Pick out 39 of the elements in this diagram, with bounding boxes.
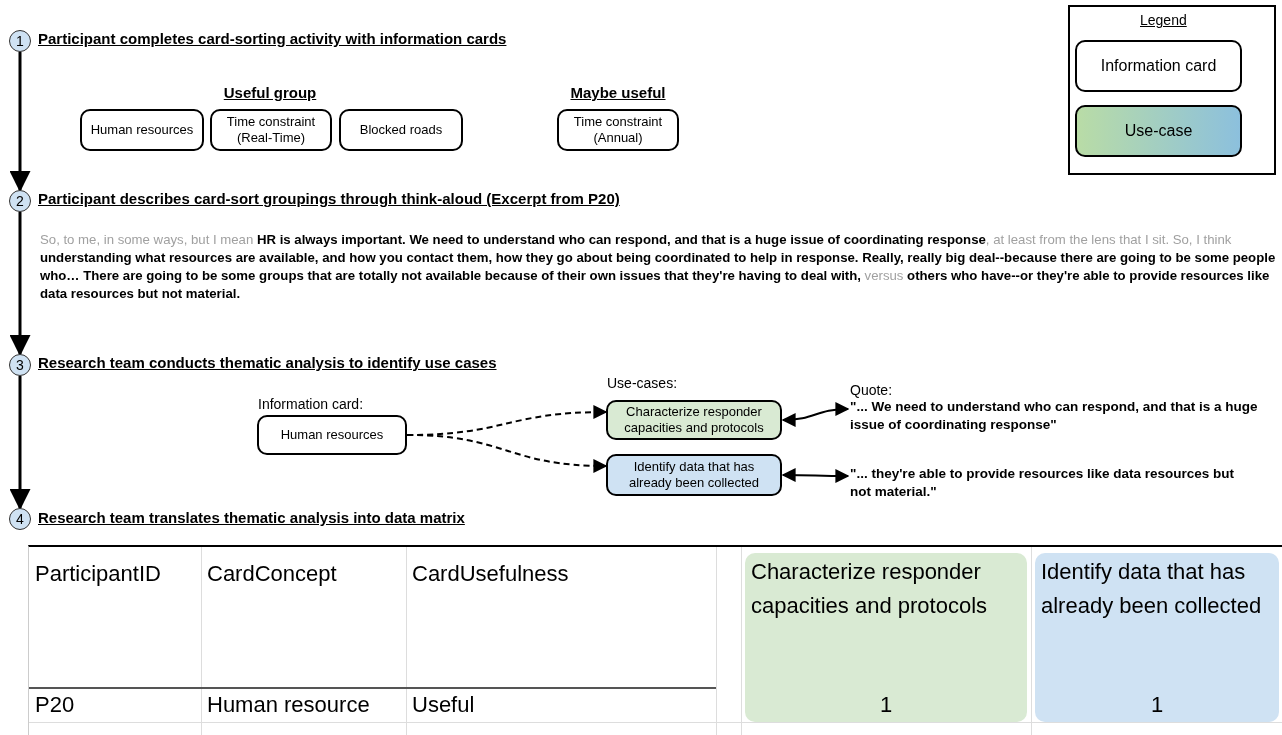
step-heading: Research team conducts thematic analysis to identify use cases — [38, 354, 497, 371]
step-number-circle: 2 — [9, 190, 31, 212]
table-cell-text: Human resource — [206, 691, 371, 719]
quote-text: "... they're able to provide resources like data resources but not material." — [850, 465, 1250, 503]
use-case-box: Identify data that has already been collected — [606, 454, 782, 496]
legend-entry: Use-case — [1075, 105, 1242, 157]
table-cell-text: CardUsefulness — [411, 560, 570, 588]
step-heading: Participant describes card-sort groupings through think-aloud (Excerpt from P20) — [38, 190, 620, 207]
step-heading: Participant completes card-sorting activity with information cards — [38, 30, 507, 47]
step-heading: Research team translates thematic analysis into data matrix — [38, 509, 465, 526]
caption-text: Information card: — [258, 396, 364, 412]
legend-title: Legend — [1140, 12, 1187, 28]
legend-entry: Information card — [1075, 40, 1242, 92]
arrow — [406, 434, 608, 473]
use-case-box: Characterize responder capacities and protocols — [606, 400, 782, 440]
table-cell: 1 — [1035, 688, 1279, 722]
caption-text: Use-cases: — [607, 375, 678, 391]
step-number-circle: 1 — [9, 30, 31, 52]
information-card: Blocked roads — [339, 109, 463, 151]
group-heading: Useful group — [222, 84, 318, 101]
information-card: Time constraint (Real-Time) — [210, 109, 332, 151]
table-cell-text: Useful — [411, 691, 476, 719]
step-number-circle: 4 — [9, 508, 31, 530]
information-card: Time constraint (Annual) — [557, 109, 679, 151]
step-number-circle: 3 — [9, 354, 31, 376]
arrow — [781, 402, 850, 427]
table-cell-text: P20 — [34, 691, 76, 719]
arrow — [781, 468, 850, 483]
table-cell-text: CardConcept — [206, 560, 338, 588]
quote-paragraph: So, to me, in some ways, but I mean HR is always important. We need to understand who can respond, and that is a huge issue of coordinating response, at least from the lens that I sit. So, I think understanding what resources are available, and how you contact them, how they go about being coordinated to help in response. Really, really big deal--because there are going to be some people who… There are going to be some groups that are totally not available because of their own issues that they're having to deal with, versus others who have--or they're able to provide resources like data resources but not material. — [40, 231, 1276, 303]
table-cell-text: ParticipantID — [34, 560, 162, 588]
information-card: Human resources — [257, 415, 407, 455]
table-cell: Characterize responder capacities and protocols — [745, 553, 1027, 688]
table-cell: 1 — [745, 688, 1027, 722]
quote-text: "... We need to understand who can respond, and that is a huge issue of coordinating response" — [850, 398, 1260, 436]
table-cell: Identify data that has already been collected — [1035, 553, 1279, 688]
information-card: Human resources — [80, 109, 204, 151]
group-heading: Maybe useful — [569, 84, 667, 101]
caption-text: Quote: — [850, 382, 893, 398]
